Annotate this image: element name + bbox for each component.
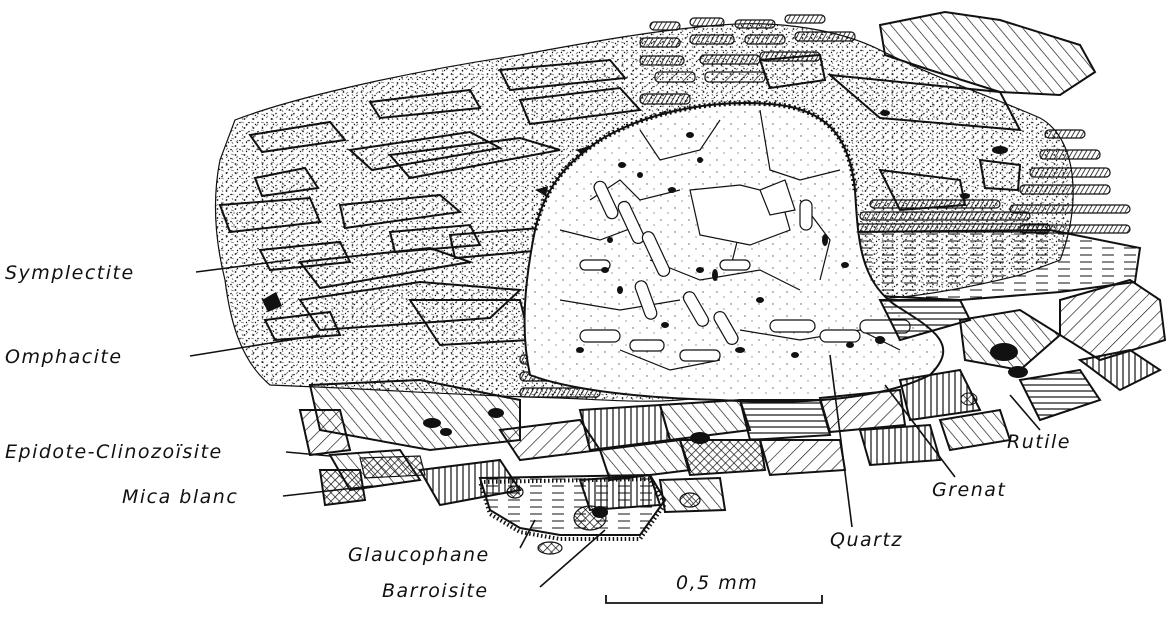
label-quartz: Quartz: [830, 529, 903, 551]
label-rutile: Rutile: [1007, 431, 1071, 453]
label-grenat: Grenat: [932, 479, 1006, 501]
label-barroisite: Barroisite: [382, 580, 489, 602]
label-symplectite: Symplectite: [5, 262, 135, 284]
label-epidote-clinozoisite: Epidote-Clinozoïsite: [5, 441, 223, 463]
scale-bar-label: 0,5 mm: [676, 572, 758, 594]
scale-bar: 0,5 mm: [606, 572, 822, 603]
label-mica-blanc: Mica blanc: [122, 486, 238, 508]
mica-blanc-crystal: [360, 456, 425, 478]
label-omphacite: Omphacite: [5, 346, 123, 368]
label-glaucophane: Glaucophane: [348, 544, 490, 566]
